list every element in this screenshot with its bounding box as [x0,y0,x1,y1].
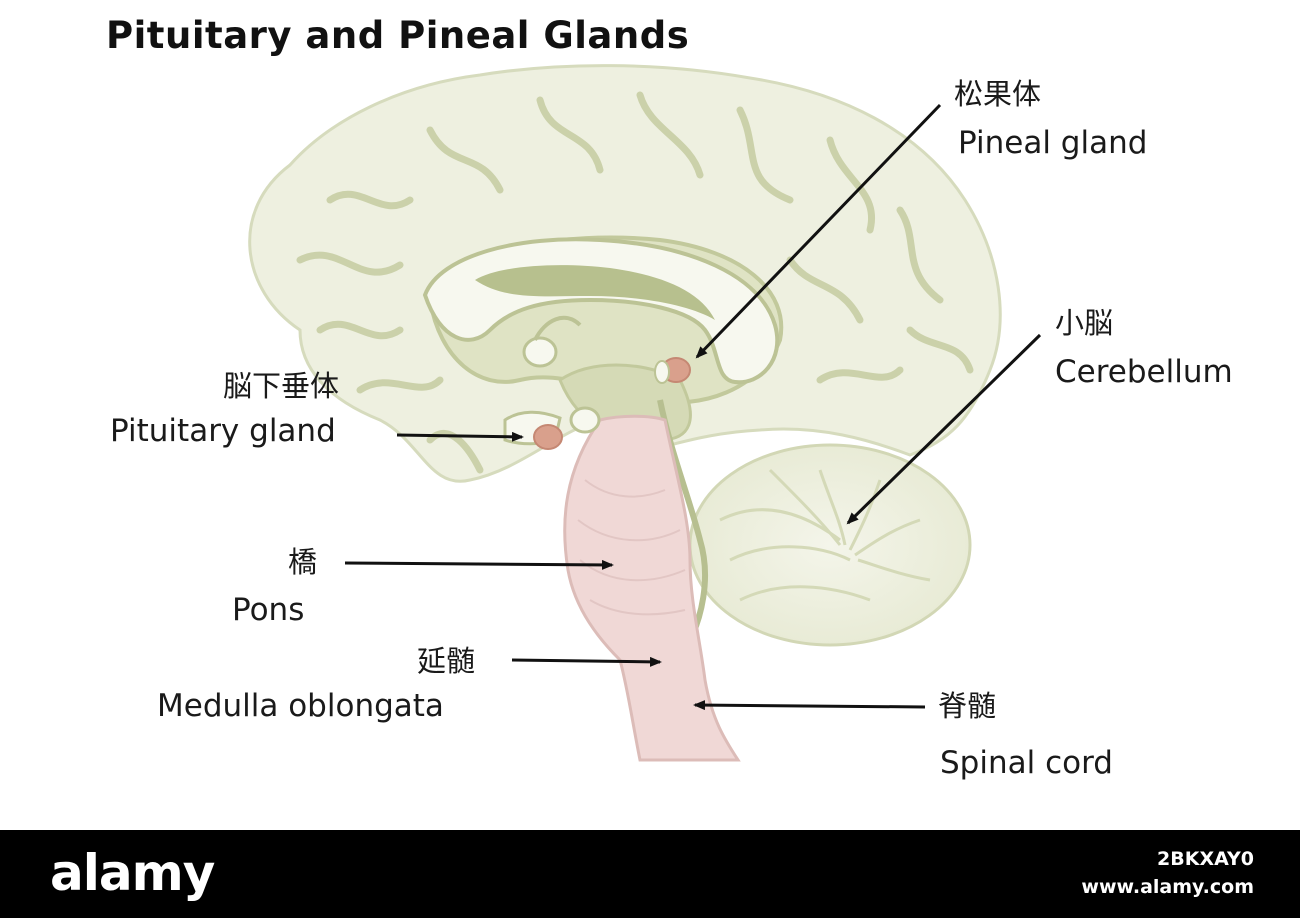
label-pons-jp: 橋 [288,545,318,579]
label-cerebellum-en: Cerebellum [1055,354,1233,390]
brainstem [563,414,741,762]
cerebellum [688,443,972,647]
image-id: 2BKXAY0 [1157,848,1254,870]
brain-diagram: Pituitary and Pineal Glands 松果体 Pineal g… [106,14,1233,781]
label-pineal-jp: 松果体 [954,77,1042,111]
pituitary-gland-shape [533,424,563,450]
cerebellum-arrow [846,333,1042,525]
medulla-arrow [511,656,662,667]
label-cerebellum-jp: 小脳 [1055,306,1114,340]
label-pons-en: Pons [232,592,305,628]
watermark-bar: alamy 2BKXAY0 www.alamy.com [0,830,1300,918]
site-url: www.alamy.com [1081,876,1254,898]
pituitary-arrow [396,431,524,442]
diagram-title: Pituitary and Pineal Glands [106,14,690,57]
label-pituitary-jp: 脳下垂体 [223,369,340,403]
brain-illustration [248,64,1042,762]
pons-arrow [344,559,614,570]
alamy-logo: alamy [50,844,215,902]
label-pituitary-en: Pituitary gland [110,413,336,449]
label-medulla-jp: 延髄 [417,644,476,678]
label-spinal-en: Spinal cord [940,745,1113,781]
label-pineal-en: Pineal gland [958,125,1148,161]
spinal-cord-arrow [693,700,926,711]
label-medulla-en: Medulla oblongata [157,688,444,724]
label-spinal-jp: 脊髄 [938,689,997,723]
mammillary-body [569,406,601,434]
pineal-arrow [695,103,942,359]
anterior-commissure [522,336,558,368]
ventricle [475,265,715,320]
